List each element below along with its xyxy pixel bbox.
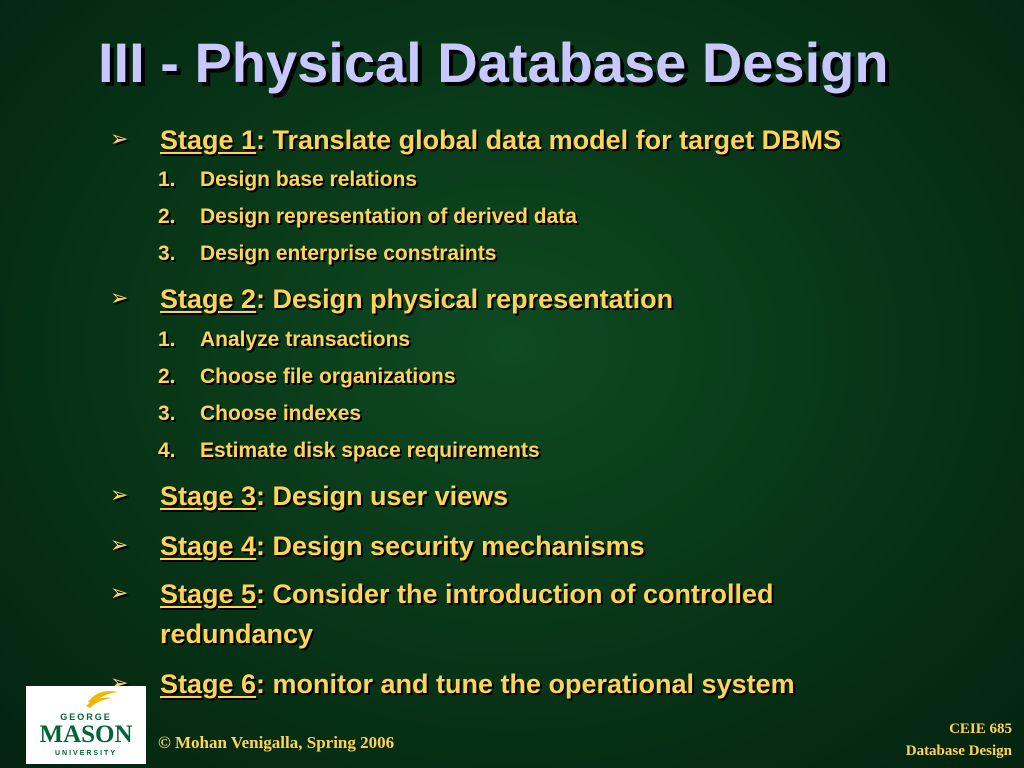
logo-line1: GEORGE bbox=[60, 712, 112, 722]
step-text: Estimate disk space requirements bbox=[200, 439, 540, 462]
stage-text: : Design physical representation bbox=[256, 284, 674, 314]
step-text: Choose file organizations bbox=[200, 365, 456, 388]
stage-label: Stage 3 bbox=[160, 481, 257, 511]
step-item: 2. Choose file organizations bbox=[158, 363, 456, 391]
step-item: 2. Design representation of derived data bbox=[158, 203, 577, 231]
stage-label: Stage 1 bbox=[160, 125, 257, 155]
stage-item: ➢ Stage 2: Design physical representatio… bbox=[110, 279, 860, 319]
step-item: 3. Choose indexes bbox=[158, 400, 361, 428]
stage-label: Stage 2 bbox=[160, 284, 257, 314]
stage-text: : Consider the introduction of controlle… bbox=[160, 579, 774, 649]
step-text: Choose indexes bbox=[200, 402, 362, 425]
step-text: Analyze transactions bbox=[200, 328, 411, 351]
stage-item: ➢ Stage 5: Consider the introduction of … bbox=[110, 574, 810, 654]
arrow-bullet-icon: ➢ bbox=[110, 127, 129, 152]
step-text: Design base relations bbox=[200, 168, 418, 191]
step-text: Design enterprise constraints bbox=[200, 242, 497, 265]
arrow-bullet-icon: ➢ bbox=[110, 483, 129, 508]
copyright-text: © Mohan Venigalla, Spring 2006 bbox=[158, 733, 395, 752]
slide-title: III - Physical Database Design bbox=[98, 31, 889, 94]
university-logo-graphic: GEORGE MASON UNIVERSITY bbox=[39, 691, 133, 757]
stage-text: : Translate global data model for target… bbox=[256, 125, 842, 155]
step-number: 2. bbox=[158, 205, 176, 228]
logo-line3: UNIVERSITY bbox=[55, 750, 117, 757]
logo-line2: MASON bbox=[39, 721, 132, 748]
arrow-bullet-icon: ➢ bbox=[110, 286, 129, 311]
course-name: Database Design bbox=[905, 743, 1012, 759]
step-text: Design representation of derived data bbox=[200, 205, 577, 228]
step-item: 3. Design enterprise constraints bbox=[158, 240, 496, 268]
stage-label: Stage 4 bbox=[160, 531, 257, 561]
stage-item: ➢ Stage 1: Translate global data model f… bbox=[110, 120, 860, 160]
course-code: CEIE 685 bbox=[949, 721, 1012, 737]
stage-item: ➢ Stage 3: Design user views bbox=[110, 476, 860, 516]
step-number: 3. bbox=[158, 402, 176, 425]
step-item: 1. Design base relations bbox=[158, 166, 417, 194]
arrow-bullet-icon: ➢ bbox=[110, 581, 129, 606]
step-item: 4. Estimate disk space requirements bbox=[158, 437, 540, 465]
arrow-bullet-icon: ➢ bbox=[110, 533, 129, 558]
step-number: 1. bbox=[158, 168, 176, 191]
stage-label: Stage 5 bbox=[160, 579, 257, 609]
stage-text: : Design security mechanisms bbox=[256, 531, 645, 561]
step-number: 3. bbox=[158, 242, 176, 265]
stage-item: ➢ Stage 4: Design security mechanisms bbox=[110, 526, 860, 566]
stage-item: ➢ Stage 6: monitor and tune the operatio… bbox=[110, 664, 860, 704]
step-item: 1. Analyze transactions bbox=[158, 326, 410, 354]
course-info: CEIE 685 Database Design bbox=[906, 718, 1012, 762]
george-mason-logo: GEORGE MASON UNIVERSITY bbox=[26, 686, 146, 764]
step-number: 2. bbox=[158, 365, 176, 388]
stage-label: Stage 6 bbox=[160, 669, 257, 699]
step-number: 4. bbox=[158, 439, 176, 462]
stage-text: : monitor and tune the operational syste… bbox=[256, 669, 795, 699]
step-number: 1. bbox=[158, 328, 176, 351]
stage-text: : Design user views bbox=[256, 481, 509, 511]
